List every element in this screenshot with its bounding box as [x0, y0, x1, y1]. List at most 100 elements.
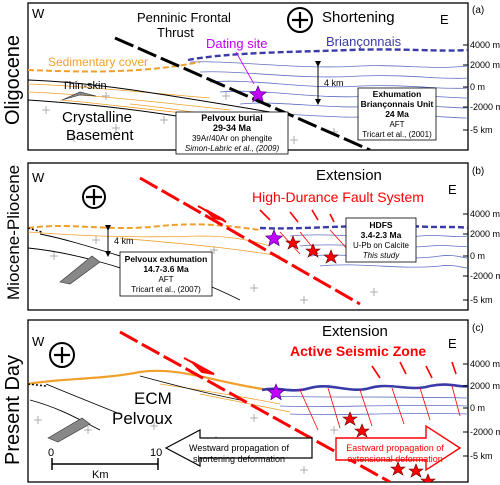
- brianconnais-top-c: [261, 383, 468, 392]
- panel-b: W E (b) Extension High-Durance Fault Sys…: [27, 162, 500, 311]
- dating-site-leader: [235, 51, 255, 85]
- elev-c-1: 2000 m: [470, 381, 500, 391]
- east-label-a: E: [440, 12, 449, 27]
- dotted-contact-c: [28, 383, 47, 387]
- active-faults-c: [299, 385, 461, 431]
- elev-c-3: -2000 m: [470, 427, 500, 437]
- westward-propagation-arrow: [164, 429, 313, 467]
- box-b1-line1: Pelvoux exhumation: [125, 254, 208, 264]
- extension-heading-b: Extension: [316, 167, 382, 184]
- thrust-arrow-b: [59, 255, 101, 285]
- panel-letter-b: (b): [472, 166, 484, 177]
- extension-heading-c: Extension: [322, 323, 388, 340]
- frontal-thrust-label-1: Penninic Frontal: [137, 10, 231, 25]
- frontal-thrust-label-2: Thrust: [157, 25, 194, 40]
- elev-b-1: 2000 m: [470, 229, 500, 239]
- panel-a: W E (a) Penninic Frontal Thrust Shorteni…: [27, 2, 500, 155]
- box-a2-line4: AFT: [389, 120, 404, 129]
- box-a1-line4: Simon-Labric et al., (2009): [185, 144, 280, 153]
- scale-min-label: 0: [48, 447, 54, 459]
- contact-c: [139, 375, 241, 401]
- elevation-axis-c: [463, 363, 468, 457]
- brianconnais-top: [187, 48, 468, 62]
- elev-b-2: 0 m: [470, 251, 485, 261]
- sedimentary-cover-label: Sedimentary cover: [48, 55, 148, 69]
- era-label-present-day: Present Day: [2, 355, 24, 465]
- scale-unit-label: Km: [92, 469, 109, 481]
- pelvoux-burial-box: Pelvoux burial 29-34 Ma 39Ar/40Ar on phe…: [175, 111, 289, 155]
- dating-site-star-b: [264, 229, 284, 247]
- box-b2-line2: 3.4-2.3 Ma: [361, 230, 402, 240]
- box-b2-line4: This study: [363, 251, 400, 260]
- eastward-propagation-arrow: [335, 424, 462, 472]
- seismic-slip-arrows: [371, 361, 457, 379]
- pelvoux-label: Pelvoux: [112, 409, 173, 428]
- dating-site-label: Dating site: [206, 36, 267, 51]
- box-b1-line4: Tricart et al., (2007): [131, 285, 201, 294]
- depth-label-b: 4 km: [114, 236, 134, 246]
- box-a2-line3: 24 Ma: [385, 109, 409, 119]
- westward-arrow-line2: shortening deformation: [193, 454, 285, 464]
- era-label-oligocene: Oligocene: [2, 35, 24, 125]
- elevation-axis-b: [463, 213, 468, 301]
- sedimentary-cover-b: [28, 223, 281, 257]
- hdfs-label: High-Durance Fault System: [252, 189, 424, 205]
- eastward-arrow-line2: extensional deformation: [347, 454, 443, 464]
- elev-b-4: -5 km: [470, 295, 493, 305]
- thin-skin-arrow: [61, 91, 97, 101]
- topography-c: [28, 369, 271, 392]
- panel-c: W E (c) Extension Active Seismic Zone EC…: [27, 319, 500, 483]
- elev-a-3: -2000 m: [470, 102, 500, 112]
- elev-a-2: 0 m: [470, 82, 485, 92]
- box-a2-line1: Exhumation: [373, 89, 422, 99]
- elev-c-2: 0 m: [470, 403, 485, 413]
- elev-a-0: 4000 m: [470, 40, 500, 50]
- active-seismic-zone-label: Active Seismic Zone: [290, 343, 426, 359]
- box-a1-line3: 39Ar/40Ar on phengite: [192, 134, 273, 143]
- penninic-frontal-thrust-line: [114, 36, 371, 150]
- plus-circle-icon: [49, 342, 75, 368]
- fault-motion-arrow-c: [183, 357, 215, 375]
- dotted-contact-b: [28, 227, 43, 233]
- brianconnais-top-b: [259, 224, 468, 230]
- brianconnais-label: Briançonnais: [326, 34, 402, 49]
- elev-b-0: 4000 m: [470, 209, 500, 219]
- brianconnais-layers-c: [269, 395, 468, 415]
- box-b2-line3: U-Pb on Calcite: [353, 241, 410, 250]
- box-a2-line5: Tricart et al., (2001): [362, 130, 432, 139]
- west-label-a: W: [32, 6, 45, 21]
- pelvoux-exhumation-box: Pelvoux exhumation 14.7-3.6 Ma AFT Trica…: [119, 251, 213, 297]
- hdfs-motion-arrow: [197, 205, 227, 223]
- elev-a-1: 2000 m: [470, 60, 500, 70]
- eastward-arrow-line1: Eastward propagation of: [346, 443, 444, 453]
- exhumation-brianconnais-box: Exhumation Briançonnais Unit 24 Ma AFT T…: [357, 87, 437, 141]
- thin-skin-thrust: [28, 79, 271, 113]
- elev-c-0: 4000 m: [470, 359, 500, 369]
- panel-letter-c: (c): [472, 323, 484, 334]
- plus-circle-icon: [287, 7, 313, 33]
- scale-max-label: 10: [150, 447, 162, 459]
- dating-site-star: [248, 85, 268, 103]
- box-a1-line2: 29-34 Ma: [213, 123, 252, 133]
- panel-letter-a: (a): [472, 5, 484, 16]
- east-label-b: E: [448, 182, 457, 197]
- elev-b-3: -2000 m: [470, 271, 500, 281]
- elevation-axis-a: [463, 44, 468, 131]
- westward-arrow-line1: Westward propagation of: [189, 443, 289, 453]
- basement-label-2: Basement: [66, 127, 134, 144]
- basement-label-1: Crystalline: [62, 109, 132, 126]
- shortening-heading: Shortening: [322, 9, 395, 26]
- box-b2-line1: HDFS: [369, 220, 392, 230]
- thrust-c-1: [45, 383, 121, 415]
- elev-c-4: -5 km: [470, 451, 493, 461]
- box-a1-line1: Pelvoux burial: [201, 113, 263, 123]
- box-b1-line2: 14.7-3.6 Ma: [143, 264, 189, 274]
- hdfs-main-fault: [139, 176, 361, 306]
- thrust-arrow-c: [47, 417, 91, 443]
- depth-label-a: 4 km: [324, 78, 344, 88]
- west-label-b: W: [32, 170, 45, 185]
- elev-a-4: -5 km: [470, 125, 493, 135]
- era-label-miocene-pliocene: Miocene-Pliocene: [4, 165, 23, 300]
- box-a2-line2: Briançonnais Unit: [361, 99, 434, 109]
